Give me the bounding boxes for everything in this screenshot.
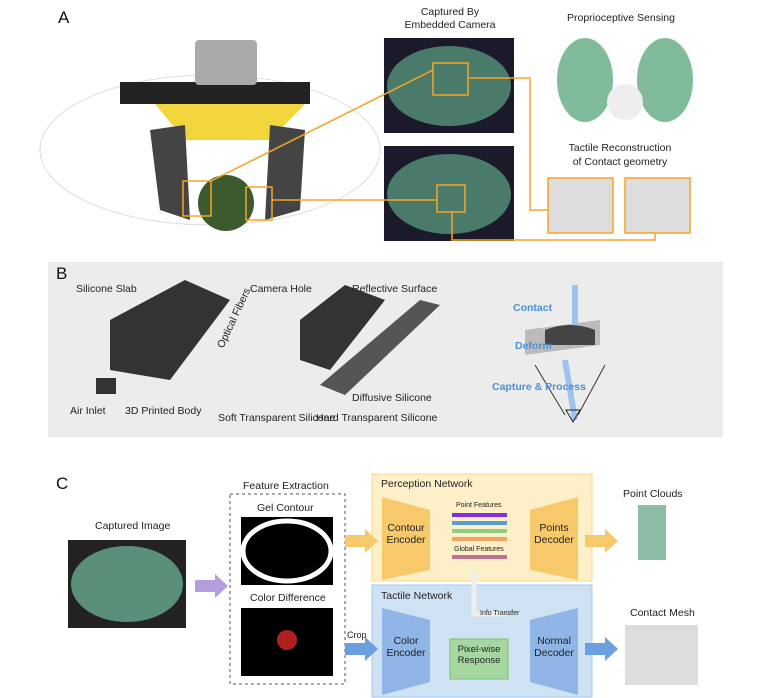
- label-soft-transparent: Soft Transparent Silicone: [218, 412, 336, 424]
- eye-icon: [565, 409, 581, 423]
- point-cloud: [557, 38, 693, 122]
- tactile-title-2: of Contact geometry: [572, 156, 668, 168]
- contour-encoder: Contour Encoder: [386, 522, 426, 546]
- contact-mesh-output: [625, 625, 698, 685]
- proprio-title: Proprioceptive Sensing: [567, 12, 675, 24]
- panel-label-a: A: [58, 8, 70, 27]
- points-decoder: Points Decoder: [534, 522, 574, 546]
- gripper-illustration: [39, 40, 381, 231]
- label-tactile-network: Tactile Network: [381, 590, 453, 602]
- label-point-features: Point Features: [456, 502, 502, 509]
- label-point-clouds: Point Clouds: [623, 488, 683, 500]
- label-capture: Capture & Process: [492, 381, 586, 393]
- label-camera-hole: Camera Hole: [250, 283, 312, 295]
- orange-connectors: [210, 69, 656, 241]
- arrow-to-features: [195, 574, 228, 598]
- label-color-difference: Color Difference: [250, 592, 326, 604]
- label-global-features: Global Features: [454, 546, 504, 553]
- camera-images: [384, 38, 514, 241]
- label-deform: Deform: [515, 340, 552, 352]
- label-contact: Contact: [513, 302, 553, 314]
- captured-title-1: Captured By: [420, 6, 480, 18]
- label-contact-mesh: Contact Mesh: [630, 607, 695, 619]
- sensor-body: [96, 280, 600, 395]
- label-captured-image: Captured Image: [95, 520, 171, 532]
- label-hard-transparent: Hard Transparent Silicone: [316, 412, 438, 424]
- label-reflective: Reflective Surface: [352, 283, 438, 295]
- panel-label-b: B: [56, 264, 68, 283]
- tactile-title-1: Tactile Reconstruction: [568, 142, 672, 154]
- color-encoder: Color Encoder: [386, 635, 426, 659]
- captured-title-2: Embedded Camera: [404, 19, 496, 31]
- label-diffusive: Diffusive Silicone: [352, 392, 432, 404]
- label-gel-contour: Gel Contour: [257, 502, 314, 514]
- pixel-response: Pixel-wise Response: [457, 644, 501, 666]
- label-silicone-slab: Silicone Slab: [76, 283, 137, 295]
- label-perception-network: Perception Network: [381, 478, 473, 490]
- label-printed-body: 3D Printed Body: [125, 405, 202, 417]
- label-crop: Crop: [347, 630, 367, 640]
- panel-label-c: C: [56, 474, 69, 493]
- label-feature-extraction: Feature Extraction: [243, 480, 329, 492]
- label-air-inlet: Air Inlet: [70, 405, 106, 417]
- label-info-transfer: Info Transfer: [480, 610, 520, 617]
- normal-decoder: Normal Decoder: [534, 635, 574, 659]
- point-cloud-output: [638, 505, 666, 560]
